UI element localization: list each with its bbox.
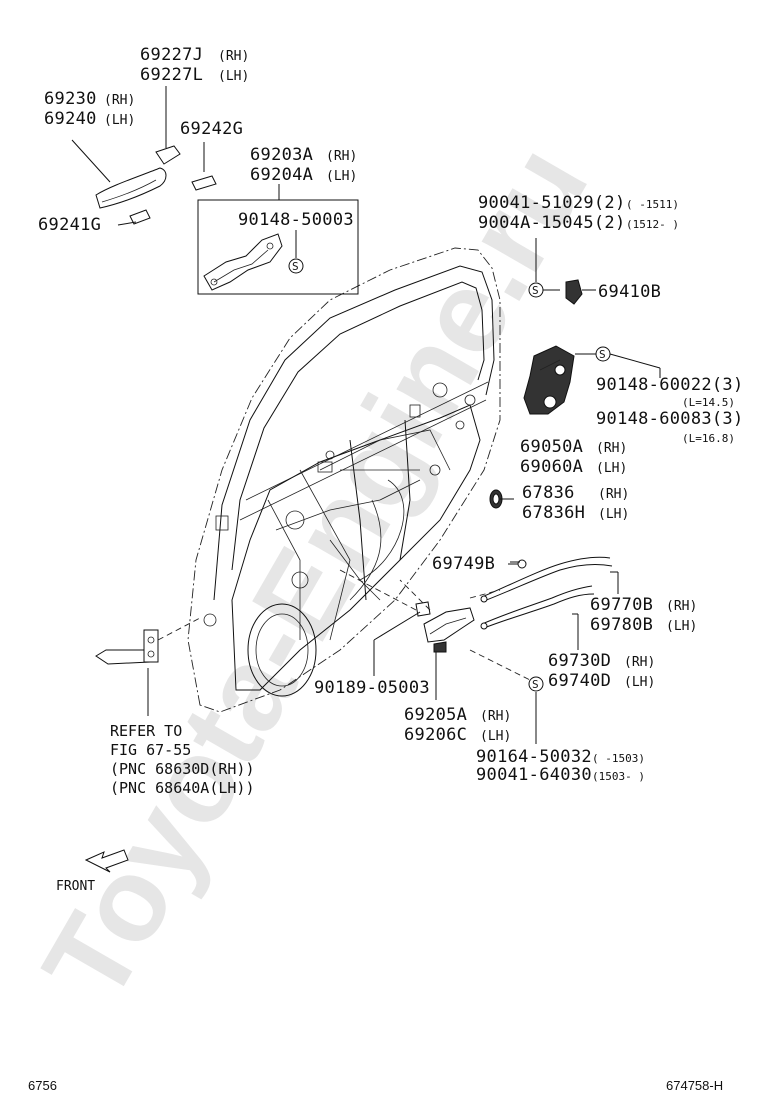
door-check[interactable]: [95, 629, 159, 665]
s-marks: S S S S: [288, 258, 611, 692]
label-67836-rh: (RH): [598, 487, 629, 502]
label-67836H: 67836H: [522, 503, 585, 523]
label-69780B: 69780B: [590, 615, 653, 635]
label-69230-rh: (RH): [104, 93, 135, 108]
handle-gasket-rear: [191, 175, 217, 191]
svg-text:S: S: [292, 260, 299, 273]
rear-door-frame: [187, 247, 501, 713]
door-lock-assembly[interactable]: [523, 345, 575, 415]
watermark: Toyota-Engine.ru: [18, 124, 613, 1023]
label-69060A: 69060A: [520, 457, 583, 477]
label-69050A: 69050A: [520, 437, 583, 457]
label-69770B-rh: (RH): [666, 599, 697, 614]
handle-cap: [155, 145, 181, 165]
label-69227J-rh: (RH): [218, 49, 249, 64]
front-arrow-icon: [84, 849, 129, 873]
handle-frame-box: [197, 199, 359, 295]
label-69203A: 69203A: [250, 145, 313, 165]
label-69240-lh: (LH): [104, 113, 135, 128]
inside-handle-clip[interactable]: [415, 601, 431, 617]
label-69227L-lh: (LH): [218, 69, 249, 84]
label-69242G: 69242G: [180, 119, 243, 139]
label-69770B: 69770B: [590, 595, 653, 615]
label-90148-60022: 90148-60022(3): [596, 375, 744, 395]
label-69730D-rh: (RH): [624, 655, 655, 670]
label-69240: 69240: [44, 109, 97, 129]
label-69230: 69230: [44, 89, 97, 109]
leader-lines: [71, 86, 661, 744]
svg-text:S: S: [599, 348, 606, 361]
lock-cover-ring[interactable]: [489, 489, 503, 509]
outside-handle: [95, 167, 167, 209]
dashed-connectors: [157, 569, 531, 681]
label-69780B-lh: (LH): [666, 619, 697, 634]
label-69241G: 69241G: [38, 215, 101, 235]
label-90148-60083-len: (L=16.8): [682, 432, 735, 445]
lock-cables[interactable]: [480, 556, 613, 630]
label-69227L: 69227L: [140, 65, 203, 85]
refer-note-line1: REFER TO: [110, 722, 182, 740]
label-69050A-rh: (RH): [596, 441, 627, 456]
label-90041-64030: 90041-64030: [476, 765, 592, 785]
label-69410B: 69410B: [598, 282, 661, 302]
label-67836: 67836: [522, 483, 575, 503]
label-90148-50003: 90148-50003: [238, 210, 354, 230]
svg-text:S: S: [532, 284, 539, 297]
label-90164-50032: 90164-50032: [476, 747, 592, 767]
internal-cables: [349, 479, 405, 601]
footer-figure-code: 674758-H: [666, 1078, 723, 1093]
label-69206C-lh: (LH): [480, 729, 511, 744]
label-69730D: 69730D: [548, 651, 611, 671]
label-69740D-lh: (LH): [624, 675, 655, 690]
handle-frame[interactable]: [203, 233, 283, 291]
refer-note-line3: (PNC 68630D(RH)): [110, 760, 255, 778]
label-69227J: 69227J: [140, 45, 203, 65]
footer-page-number: 6756: [28, 1078, 57, 1093]
lock-striker[interactable]: [565, 279, 583, 305]
label-69204A-lh: (LH): [326, 169, 357, 184]
inside-handle[interactable]: [423, 607, 475, 653]
cable-clamp[interactable]: [508, 559, 527, 569]
label-69205A-rh: (RH): [480, 709, 511, 724]
label-90041-51029: 90041-51029(2): [478, 193, 626, 213]
label-69740D: 69740D: [548, 671, 611, 691]
label-9004A-15045-range: (1512- ): [626, 218, 679, 231]
label-90164-50032-range: ( -1503): [592, 752, 645, 765]
label-69206C: 69206C: [404, 725, 467, 745]
label-69204A: 69204A: [250, 165, 313, 185]
refer-note-line2: FIG 67-55: [110, 741, 191, 759]
label-90041-51029-range: ( -1511): [626, 198, 679, 211]
label-90041-64030-range: (1503- ): [592, 770, 645, 783]
label-67836H-lh: (LH): [598, 507, 629, 522]
label-90148-60083: 90148-60083(3): [596, 409, 744, 429]
label-90189-05003: 90189-05003: [314, 678, 430, 698]
handle-gasket-front: [129, 209, 151, 225]
label-90148-60022-len: (L=14.5): [682, 396, 735, 409]
label-69203A-rh: (RH): [326, 149, 357, 164]
label-9004A-15045: 9004A-15045(2): [478, 213, 626, 233]
outside-handle-assembly[interactable]: [95, 145, 217, 225]
label-69749B: 69749B: [432, 554, 495, 574]
front-label: FRONT: [56, 879, 95, 894]
svg-text:S: S: [532, 678, 539, 691]
refer-note-line4: (PNC 68640A(LH)): [110, 779, 255, 797]
label-69060A-lh: (LH): [596, 461, 627, 476]
label-69205A: 69205A: [404, 705, 467, 725]
